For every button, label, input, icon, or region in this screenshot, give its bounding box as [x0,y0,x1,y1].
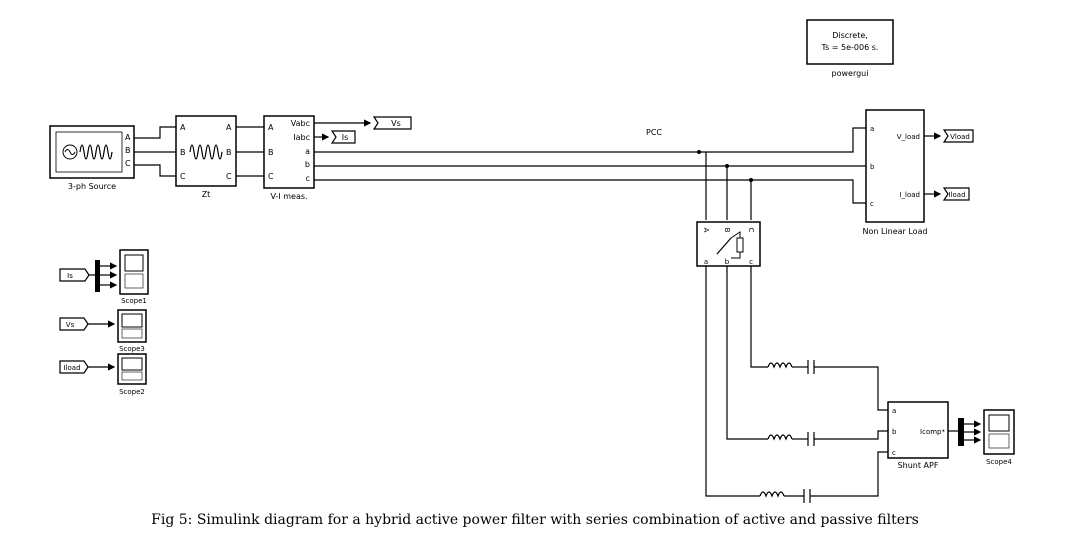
zt-block[interactable]: A B C A B C Zt [175,115,237,199]
load-in-c: c [870,200,874,208]
from-vs-label: Vs [66,321,75,329]
lc-filter-c [759,451,888,503]
scope3-block[interactable]: Scope3 [117,309,147,353]
wires-breaker-filters [705,266,768,497]
breaker-top-b: B [723,228,731,233]
apf-out-icomp: Icomp* [920,428,945,436]
breaker-top-a: A [702,228,710,233]
goto-is-label: Is [342,133,349,142]
three-phase-source-block[interactable]: A B C 3-ph Source [49,125,135,191]
source-label: 3-ph Source [68,182,116,191]
goto-tag-is[interactable]: Is [330,130,356,144]
load-in-a: a [870,125,874,133]
vi-out-a: a [305,147,310,156]
from-tag-vs[interactable]: Vs [59,317,89,331]
source-port-a: A [125,133,131,142]
goto-iload-label: Iload [948,191,965,199]
breaker-bottom-c: c [749,258,753,266]
powergui-block[interactable]: Discrete, Ts = 5e-006 s. powergui [806,19,894,78]
vi-in-c: C [268,172,274,181]
zt-out-b: B [226,148,232,157]
scope1-block[interactable]: Scope1 [119,249,149,305]
goto-vload-label: Vload [950,133,970,141]
apf-in-b: b [892,428,897,436]
pcc-label: PCC [646,128,662,137]
scope2-block[interactable]: Scope2 [117,353,147,396]
from-is-label: Is [67,272,73,280]
load-out-v: V_load [897,133,920,141]
scope3-label: Scope3 [119,345,145,353]
wires-zt-vi [236,126,264,177]
apf-in-c: c [892,449,896,457]
scope1-label: Scope1 [121,297,147,305]
goto-tag-vs[interactable]: Vs [372,116,412,130]
powergui-ts: Ts = 5e-006 s. [821,43,879,52]
bus-lines [314,127,866,204]
goto-tag-iload[interactable]: Iload [942,187,970,201]
nonlinear-load-block[interactable]: a b c V_load I_load Non Linear Load [862,109,928,236]
vi-measurement-block[interactable]: A B C Vabc Iabc a b c V-I meas. [263,115,315,201]
breaker-bottom-a: a [704,258,708,266]
vi-out-c: c [306,174,310,183]
vi-in-b: B [268,148,274,157]
breaker-block[interactable]: A B C a b c [696,221,761,267]
breaker-top-c: C [747,228,755,233]
vi-in-a: A [268,123,274,132]
vi-label: V-I meas. [270,192,307,201]
source-port-b: B [125,146,131,155]
from-tag-is[interactable]: Is [59,268,90,282]
breaker-bottom-b: b [725,258,730,266]
zt-label: Zt [202,190,211,199]
wires-source-zt [134,126,176,177]
apf-in-a: a [892,407,896,415]
from-iload-label: Iload [63,364,80,372]
from-tag-iload[interactable]: Iload [59,360,89,374]
figure-caption: Fig 5: Simulink diagram for a hybrid act… [151,512,919,528]
scope4-block[interactable]: Scope4 [983,409,1015,466]
goto-tag-vload[interactable]: Vload [942,129,974,143]
load-out-i: I_load [899,191,920,199]
goto-vs-label: Vs [391,119,401,128]
zt-out-c: C [226,172,232,181]
scope2-label: Scope2 [119,388,145,396]
vi-out-vabc: Vabc [291,119,310,128]
source-port-c: C [125,159,131,168]
zt-in-a: A [180,123,186,132]
lc-filter-b [767,430,888,446]
shunt-apf-block[interactable]: a b c Icomp* Shunt APF [887,401,949,470]
powergui-label: powergui [832,69,869,78]
zt-in-b: B [180,148,186,157]
lc-filter-a [767,360,888,411]
mux-scope1 [89,260,118,292]
wires-bus-breaker [705,152,752,220]
zt-in-c: C [180,172,186,181]
apf-label: Shunt APF [898,461,939,470]
load-label: Non Linear Load [862,227,927,236]
vi-out-iabc: Iabc [293,133,310,142]
powergui-mode: Discrete, [832,31,868,40]
zt-out-a: A [226,123,232,132]
mux-scope4 [958,418,982,446]
load-in-b: b [870,163,875,171]
vi-out-b: b [305,160,310,169]
scope4-label: Scope4 [986,458,1012,466]
